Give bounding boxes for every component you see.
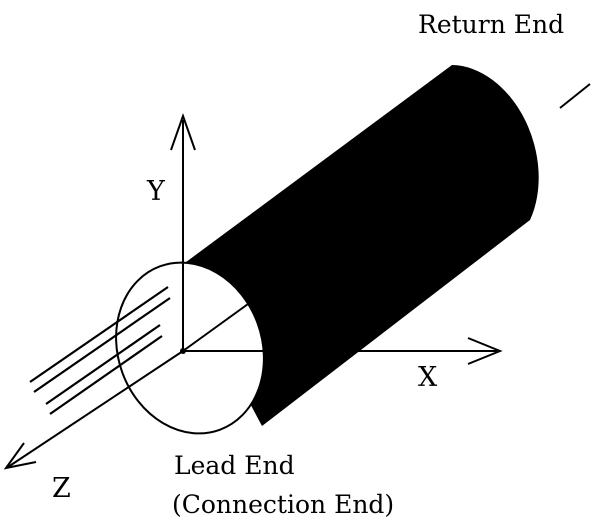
- z-axis-arrowhead: [3, 442, 37, 470]
- central-axis-inside: [182, 290, 267, 352]
- lead-wire-upper-2: [33, 297, 171, 393]
- central-axis-return-stub: [559, 83, 591, 109]
- z-axis-label: Z: [52, 473, 71, 504]
- lead-wire-upper-1: [29, 286, 169, 383]
- return-end-label: Return End: [418, 10, 565, 39]
- x-axis-label: X: [418, 362, 438, 393]
- z-axis-line: [7, 350, 184, 468]
- cylinder-body: [178, 65, 539, 426]
- lead-wire-lower-2: [49, 335, 163, 415]
- origin-dot: [180, 348, 186, 354]
- lead-end-label: Lead End: [174, 451, 295, 480]
- y-axis-label: Y: [147, 176, 165, 207]
- x-axis-arrowhead: [467, 337, 503, 365]
- lead-wire-lower-1: [45, 324, 161, 405]
- lead-end-face: [115, 261, 265, 435]
- connection-end-label: (Connection End): [172, 490, 395, 519]
- y-axis-arrowhead: [170, 112, 196, 151]
